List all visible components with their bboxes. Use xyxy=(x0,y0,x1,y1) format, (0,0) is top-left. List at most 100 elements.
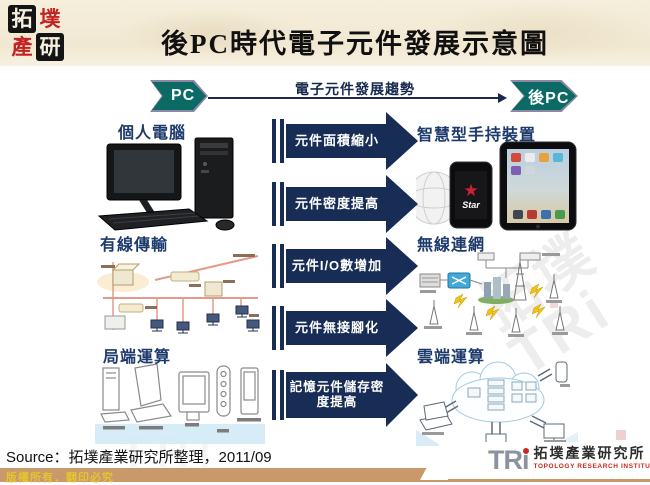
switch-box xyxy=(118,303,144,313)
server-box xyxy=(112,269,134,286)
trend-arrow-line xyxy=(208,97,500,99)
smart-handheld-image: ★ Star xyxy=(407,140,578,237)
client-computers xyxy=(150,305,260,334)
arrow-bar xyxy=(280,182,284,226)
desktop-icon xyxy=(543,423,565,439)
arrowhead-icon xyxy=(386,237,418,295)
wireless-network-diagram xyxy=(419,252,568,337)
keyboard-outline xyxy=(100,411,130,423)
arrow-label: 元件無接腳化 xyxy=(286,311,388,345)
label-local-computing: 局端運算 xyxy=(103,349,172,366)
source-line: Source：拓墣產業研究所整理，2011/09 xyxy=(6,449,272,466)
watermark-accent xyxy=(616,430,626,440)
tiny-label-marks xyxy=(101,254,259,317)
company-seal-logo: 拓 墣 產 研 xyxy=(8,5,64,61)
wired-network-image xyxy=(93,250,265,345)
arrowhead-icon xyxy=(386,175,418,233)
laptop-base-outline xyxy=(130,403,173,423)
post-pc-era-chevron: 後PC xyxy=(510,80,578,112)
backbone-nodes xyxy=(477,252,541,278)
tri-logo-underline xyxy=(448,479,650,482)
arrow-io-count: 元件I/O數增加 xyxy=(272,237,418,295)
switch-box xyxy=(170,271,200,282)
seal-char: 拓 xyxy=(8,5,36,33)
arrow-bar xyxy=(272,244,276,288)
arrow-memory-density: 記憶元件儲存密度提高 xyxy=(272,363,418,427)
copyright-text: 版權所有．翻印必究 xyxy=(6,472,114,484)
wireless-network-image xyxy=(416,250,578,345)
arrow-bar xyxy=(280,119,284,163)
phone-icon xyxy=(555,361,568,383)
tablet-app-icons xyxy=(511,153,563,175)
local-devices-illustration xyxy=(95,363,265,444)
desktop-pc-illustration xyxy=(97,137,235,231)
server-stack xyxy=(419,273,441,288)
tri-logo-plate xyxy=(420,442,650,480)
pc-era-label: PC xyxy=(170,87,196,104)
phone-brand-text: Star xyxy=(462,200,480,210)
tri-names: 拓墣產業研究所 TOPOLOGY RESEARCH INSTITUTE xyxy=(534,447,650,471)
seal-char: 墣 xyxy=(39,6,61,31)
server-box xyxy=(204,281,223,297)
arrow-leadless: 元件無接腳化 xyxy=(272,299,418,357)
page-title: 後PC時代電子元件發展示意圖 xyxy=(161,29,549,59)
tri-logo: TRi 拓墣產業研究所 TOPOLOGY RESEARCH INSTITUTE xyxy=(488,447,650,474)
laptop-screen-outline xyxy=(134,363,162,407)
cell-towers xyxy=(429,255,565,333)
post-pc-era-label: 後PC xyxy=(528,90,570,107)
tablet-dock-icons xyxy=(513,210,565,219)
pc-mouse xyxy=(215,219,235,231)
banner-texture xyxy=(430,0,650,60)
tri-name-zh: 拓墣產業研究所 xyxy=(533,447,646,462)
arrow-bar xyxy=(272,119,276,163)
cloud-servers xyxy=(467,379,537,411)
local-computing-image xyxy=(95,362,265,449)
arrowhead-icon xyxy=(386,299,418,357)
seal-char: 產 xyxy=(11,34,33,59)
arrow-bar xyxy=(272,370,276,420)
arrow-label: 元件I/O數增加 xyxy=(286,249,388,283)
arrow-bar xyxy=(280,306,284,350)
label-personal-computer: 個人電腦 xyxy=(118,125,187,142)
cloud-computing-diagram xyxy=(416,361,578,447)
label-smart-handheld: 智慧型手持裝置 xyxy=(417,127,537,144)
arrow-label: 元件密度提高 xyxy=(286,187,388,221)
watermark-accent xyxy=(550,300,558,308)
tiny-label-marks xyxy=(103,418,261,433)
arrow-label: 元件面積縮小 xyxy=(286,124,388,158)
sync-arrows xyxy=(443,368,553,434)
printer-box xyxy=(104,315,126,330)
banner-texture xyxy=(120,8,300,58)
pc-era-chevron: PC xyxy=(150,80,208,112)
tri-name-en: TOPOLOGY RESEARCH INSTITUTE xyxy=(533,463,650,470)
pc-tower xyxy=(194,137,234,219)
label-wireless-network: 無線連網 xyxy=(417,237,486,254)
lightning-bolts xyxy=(453,283,546,321)
wired-network-diagram xyxy=(97,254,260,334)
arrow-bar xyxy=(280,244,284,288)
cloud-computing-image xyxy=(416,358,578,451)
seal-char: 研 xyxy=(36,33,64,61)
handheld-devices-illustration: ★ Star xyxy=(407,141,577,231)
arrow-component-area-shrink: 元件面積縮小 xyxy=(272,112,418,170)
arrow-label: 記憶元件儲存密度提高 xyxy=(286,372,388,418)
arrowhead-icon xyxy=(386,112,418,170)
trend-arrowhead-icon xyxy=(498,93,507,103)
tiny-label-marks xyxy=(420,253,568,337)
arrow-bar xyxy=(280,370,284,420)
tri-acronym: TRi xyxy=(488,447,529,474)
personal-computer-image xyxy=(95,136,260,237)
arrow-bar xyxy=(272,182,276,226)
label-cloud-computing: 雲端運算 xyxy=(417,349,486,366)
buildings xyxy=(478,277,514,304)
arrow-bar xyxy=(272,306,276,350)
home-button xyxy=(536,224,540,229)
desktop-tower-outline xyxy=(102,367,120,411)
star-glyph: ★ xyxy=(463,181,478,200)
label-wired-transmission: 有線傳輸 xyxy=(100,237,169,254)
device-outlines xyxy=(100,363,259,423)
arrowhead-icon xyxy=(386,363,418,427)
arrow-component-density: 元件密度提高 xyxy=(272,175,418,233)
tri-logo-dot xyxy=(522,448,529,454)
